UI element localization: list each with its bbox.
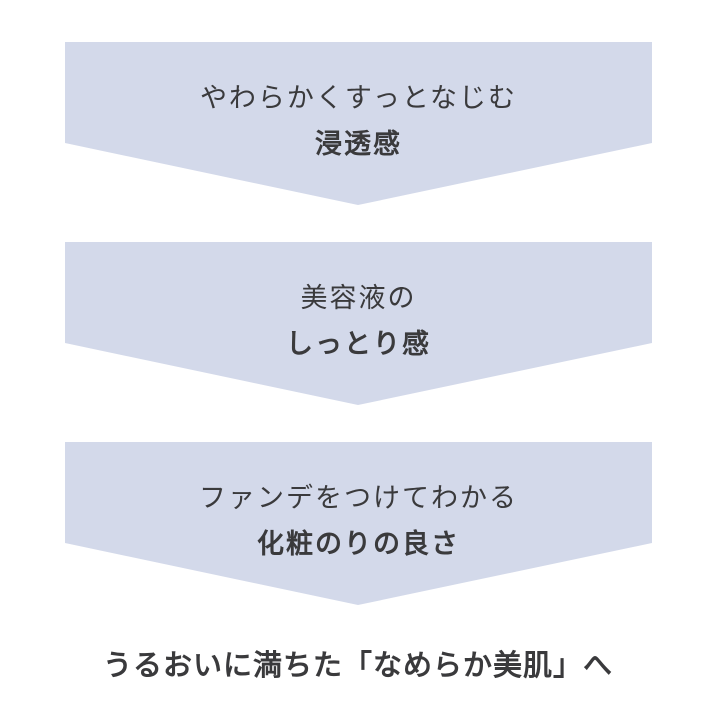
arrow-shape <box>65 242 652 405</box>
arrow-shape <box>65 42 652 205</box>
step-arrow-3: ファンデをつけてわかる 化粧のりの良さ <box>65 442 652 605</box>
step-arrow-2: 美容液の しっとり感 <box>65 242 652 405</box>
step-text: ファンデをつけてわかる <box>199 483 518 514</box>
step-text: 美容液の <box>300 283 417 314</box>
conclusion-text: うるおいに満ちた「なめらか美肌」へ <box>102 648 613 682</box>
arrow-shape <box>65 442 652 605</box>
step-highlight: 浸透感 <box>315 129 402 160</box>
step-highlight: しっとり感 <box>286 329 431 360</box>
step-highlight: 化粧のりの良さ <box>257 529 460 560</box>
step-arrow-1: やわらかくすっとなじむ 浸透感 <box>65 42 652 205</box>
step-text: やわらかくすっとなじむ <box>199 83 518 114</box>
